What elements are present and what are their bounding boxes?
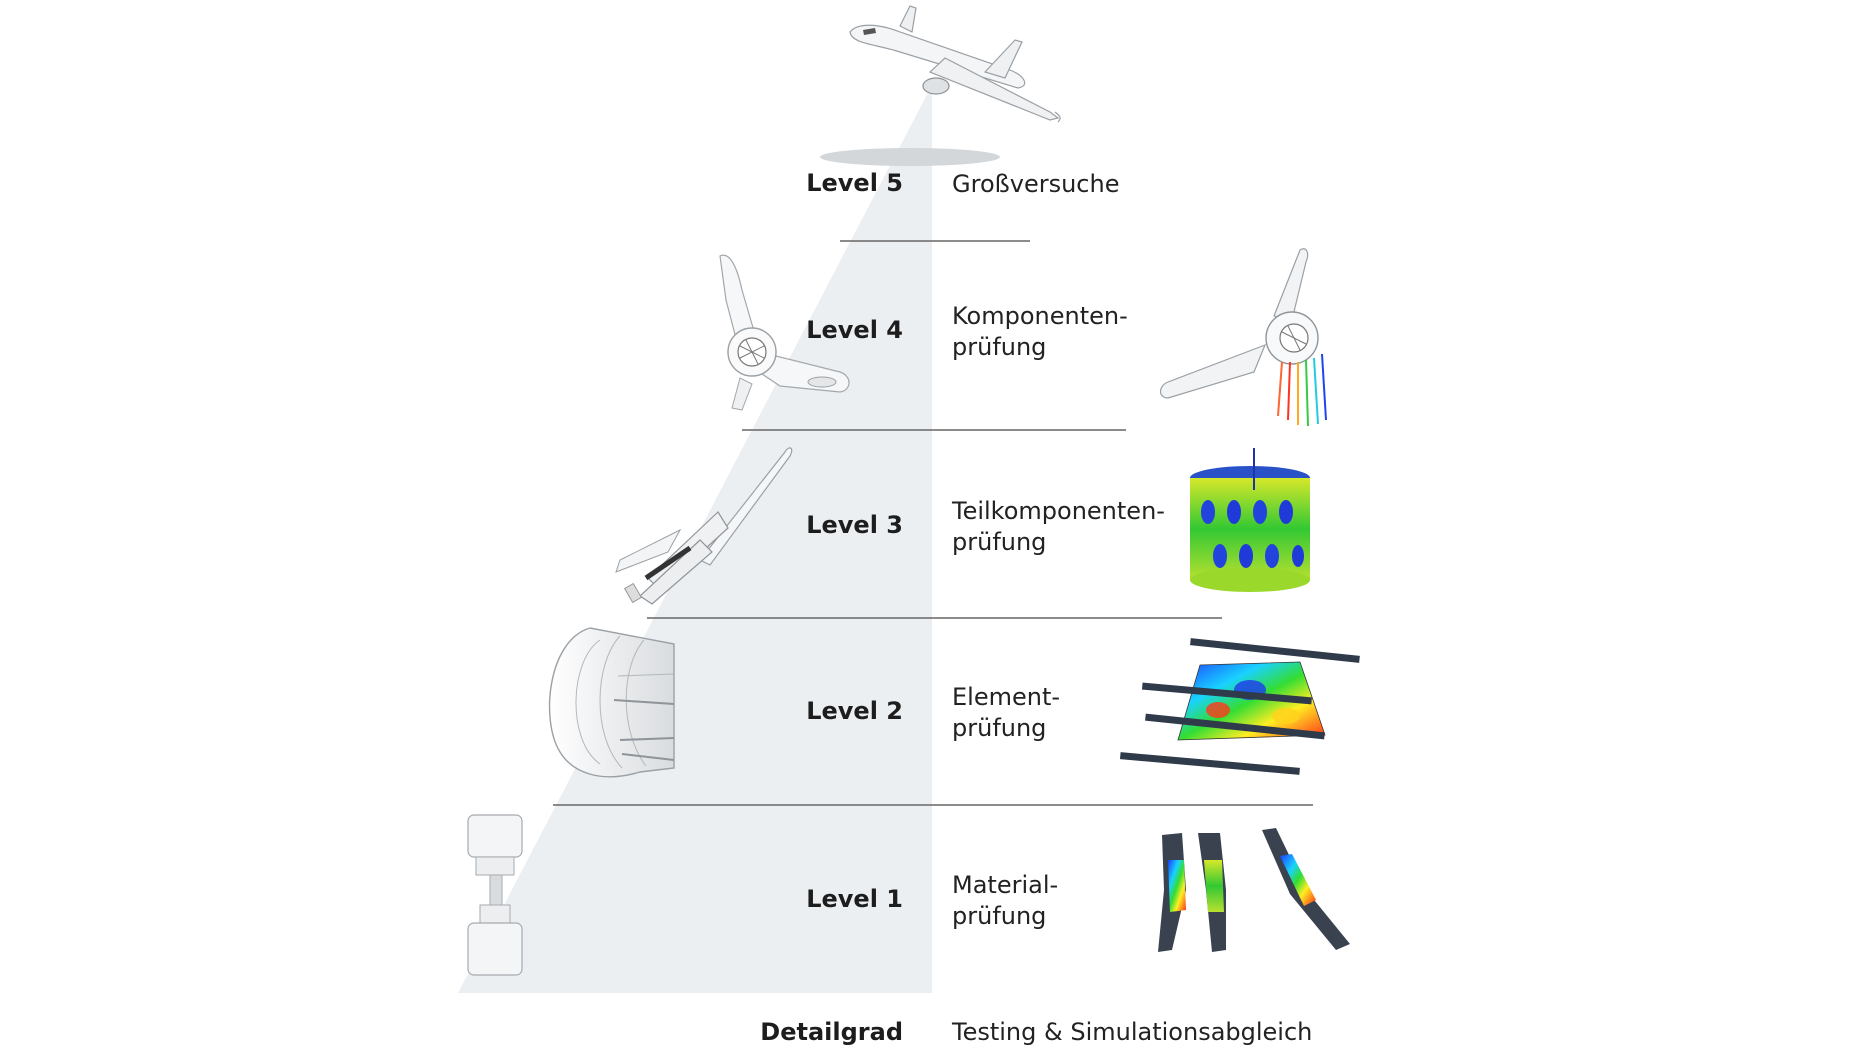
testing-simulation-caption: Testing & Simulationsabgleich — [952, 1018, 1312, 1046]
level-3-description: Teilkomponenten- prüfung — [952, 496, 1165, 558]
level-4-description-line2: prüfung — [952, 332, 1128, 363]
level-5-description-line1: Großversuche — [952, 169, 1119, 200]
level-1-description-line2: prüfung — [952, 901, 1058, 932]
level-1-description: Material- prüfung — [952, 870, 1058, 932]
airplane-icon — [820, 6, 1060, 166]
level-2-description-line1: Element- — [952, 682, 1060, 713]
detail-level-caption: Detailgrad — [603, 1018, 903, 1046]
cylinder-buckling-simulation-icon — [1190, 448, 1310, 592]
level-3-description-line1: Teilkomponenten- — [952, 496, 1165, 527]
level-3-description-line2: prüfung — [952, 527, 1165, 558]
level-5-description: Großversuche — [952, 169, 1119, 200]
level-5-label: Level 5 — [703, 169, 903, 197]
level-4-description-line1: Komponenten- — [952, 301, 1128, 332]
fuselage-barrel-icon — [550, 628, 674, 777]
level-2-description-line2: prüfung — [952, 713, 1060, 744]
level-4-description: Komponenten- prüfung — [952, 301, 1128, 363]
specimen-simulation-icon — [1158, 828, 1350, 952]
level-4-label: Level 4 — [703, 316, 903, 344]
level-3-label: Level 3 — [703, 511, 903, 539]
level-2-description: Element- prüfung — [952, 682, 1060, 744]
level-1-description-line1: Material- — [952, 870, 1058, 901]
panel-simulation-icon — [1120, 638, 1360, 775]
level-2-label: Level 2 — [703, 697, 903, 725]
level-1-label: Level 1 — [703, 885, 903, 913]
helicopter-rotor-simulation-icon — [1161, 249, 1327, 426]
